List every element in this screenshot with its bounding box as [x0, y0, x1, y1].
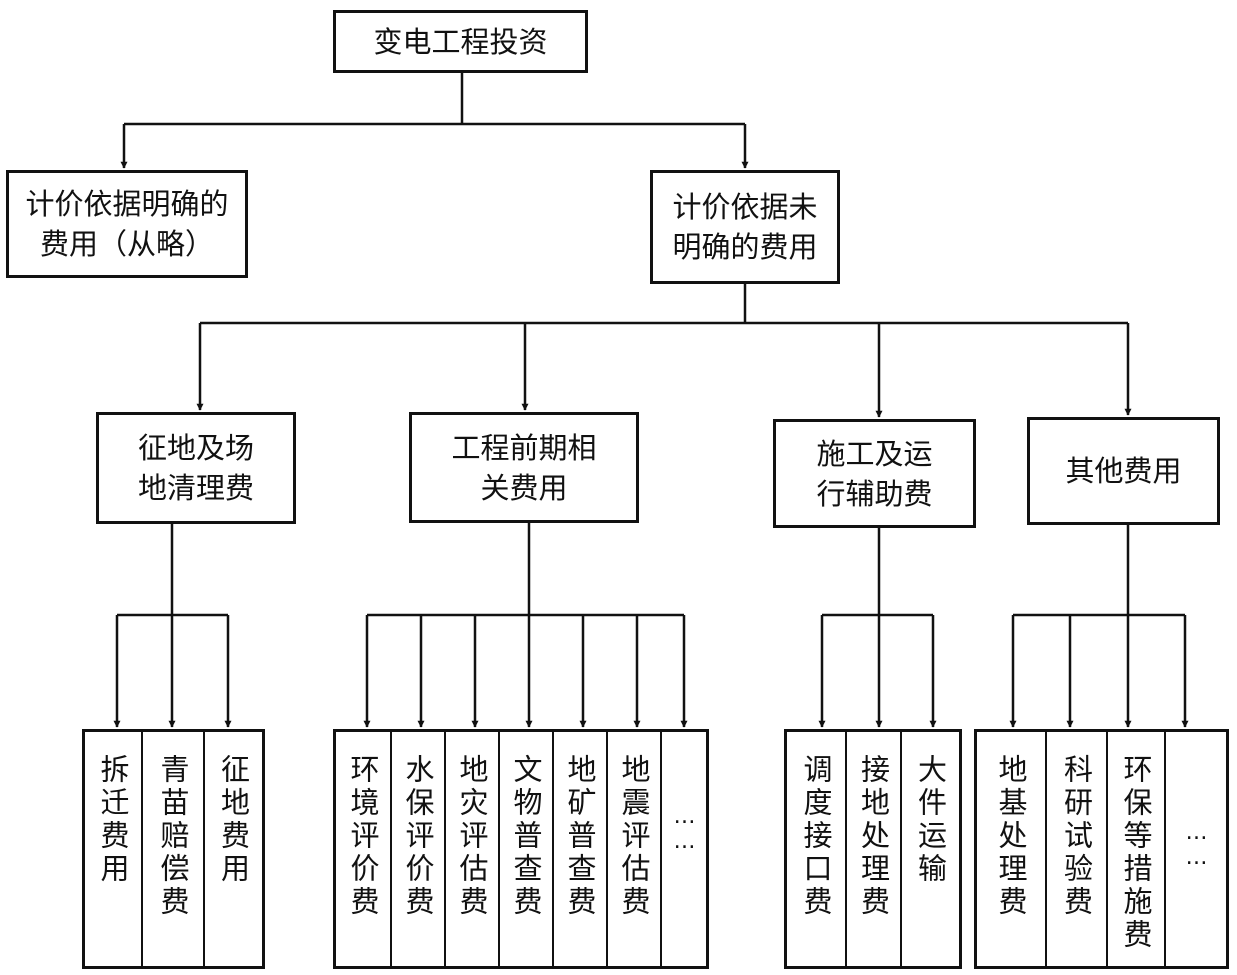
level2-land-line2: 地清理费 — [137, 471, 254, 505]
leaf-cell: 青苗赔偿费 — [143, 732, 205, 966]
level2-construction-line1: 施工及运 — [816, 436, 933, 471]
level2-preliminary-line1: 工程前期相 — [451, 430, 597, 465]
leaf-label: 接地处理费 — [856, 754, 891, 919]
level2-node-land: 征地及场 地清理费 — [96, 412, 296, 524]
level1-undefined-line2: 明确的费用 — [672, 230, 818, 264]
level2-construction-line2: 行辅助费 — [816, 476, 933, 511]
leaf-ellipsis: …… — [672, 804, 697, 854]
leaf-label: 环保等措施费 — [1119, 754, 1153, 952]
leaf-label: 调度接口费 — [799, 754, 833, 919]
leaf-label: 地灾评估费 — [455, 754, 489, 919]
level2-preliminary-line2: 关费用 — [480, 470, 568, 505]
leaf-cell: 拆迁费用 — [85, 732, 143, 966]
leaf-cell: …… — [1166, 732, 1226, 966]
leaf-cell: …… — [662, 732, 706, 966]
level2-land-line1: 征地及场 — [137, 431, 254, 465]
level1-undefined-line1: 计价依据未 — [672, 190, 818, 224]
leaf-cell: 地矿普查费 — [554, 732, 608, 966]
leaf-cell: 地震评估费 — [608, 732, 662, 966]
leaf-label: 青苗赔偿费 — [156, 754, 190, 919]
leaf-cell: 环保等措施费 — [1108, 732, 1166, 966]
level2-node-preliminary: 工程前期相 关费用 — [409, 412, 639, 523]
leaf-cell: 文物普查费 — [500, 732, 554, 966]
leaf-label: 水保评价费 — [401, 754, 435, 919]
level1-node-undefined: 计价依据未 明确的费用 — [650, 170, 840, 284]
leaf-label: 环境评价费 — [346, 754, 380, 919]
leaf-cell: 科研试验费 — [1047, 732, 1108, 966]
leaf-label: 科研试验费 — [1059, 754, 1094, 919]
leaf-cell: 大件运输 — [902, 732, 959, 966]
leaf-cell: 环境评价费 — [336, 732, 392, 966]
leaf-group-land: 拆迁费用 青苗赔偿费 征地费用 — [82, 729, 265, 969]
leaf-cell: 地灾评估费 — [446, 732, 500, 966]
leaf-group-preliminary: 环境评价费 水保评价费 地灾评估费 文物普查费 地矿普查费 地震评估费 …… — [333, 729, 709, 969]
leaf-label: 文物普查费 — [509, 754, 543, 919]
leaf-group-construction: 调度接口费 接地处理费 大件运输 — [784, 729, 962, 969]
level2-other-line1: 其他费用 — [1065, 454, 1182, 488]
leaf-cell: 水保评价费 — [392, 732, 446, 966]
leaf-cell: 接地处理费 — [847, 732, 902, 966]
leaf-label: 拆迁费用 — [96, 754, 130, 886]
leaf-group-other: 地基处理费 科研试验费 环保等措施费 …… — [974, 729, 1229, 969]
level2-node-construction: 施工及运 行辅助费 — [773, 419, 976, 528]
level1-node-defined: 计价依据明确的 费用（从略） — [6, 170, 248, 278]
leaf-label: 地矿普查费 — [563, 754, 597, 919]
leaf-ellipsis: …… — [1184, 820, 1209, 870]
level2-node-other: 其他费用 — [1027, 417, 1220, 525]
level1-defined-line1: 计价依据明确的 — [25, 187, 229, 221]
leaf-label: 地基处理费 — [994, 754, 1028, 919]
leaf-label: 征地费用 — [216, 754, 251, 886]
root-label: 变电工程投资 — [373, 24, 548, 59]
leaf-label: 地震评估费 — [617, 754, 651, 919]
leaf-label: 大件运输 — [913, 754, 948, 886]
leaf-cell: 调度接口费 — [787, 732, 847, 966]
level1-defined-line2: 费用（从略） — [39, 227, 214, 261]
leaf-cell: 征地费用 — [205, 732, 262, 966]
leaf-cell: 地基处理费 — [977, 732, 1047, 966]
root-node: 变电工程投资 — [333, 10, 588, 73]
